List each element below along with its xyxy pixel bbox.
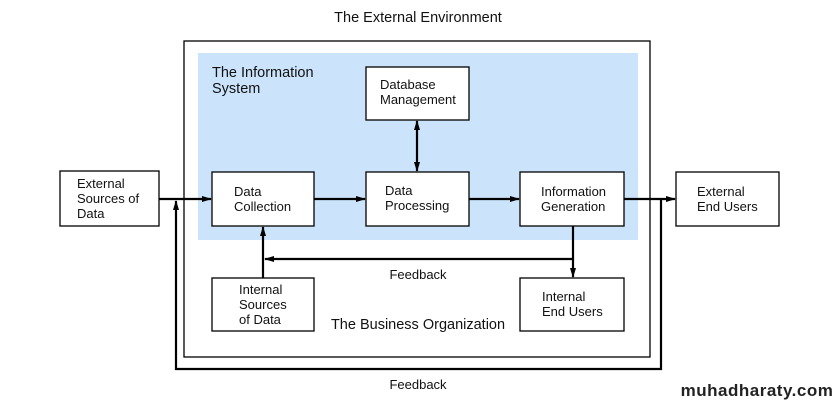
inner-feedback-label: Feedback: [389, 267, 447, 282]
outer-feedback-label: Feedback: [389, 377, 447, 392]
outer-feedback-line: [173, 199, 663, 371]
watermark: muhadharaty.com: [681, 381, 834, 400]
diagram-title: The External Environment: [334, 10, 502, 26]
information-system-label: The Information System: [212, 65, 318, 97]
business-organization-label: The Business Organization: [331, 317, 505, 333]
